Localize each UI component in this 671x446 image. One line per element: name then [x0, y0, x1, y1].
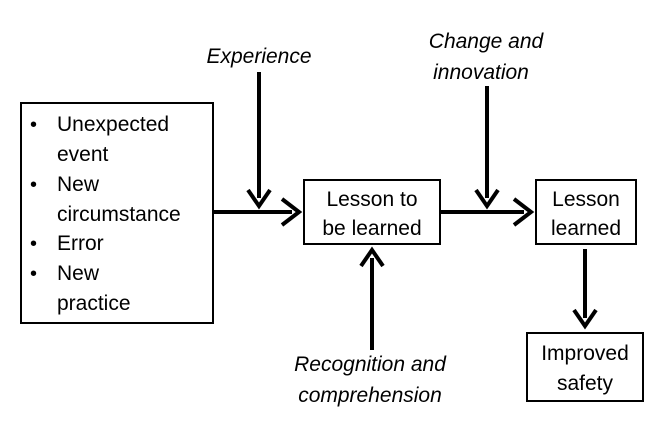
experience-label: Experience [206, 45, 311, 68]
sources-box [20, 102, 214, 324]
lesson-learned-line-2: learned [551, 217, 621, 240]
lesson-to-be-learned-box [303, 179, 441, 245]
sources-list: • Unexpected event • New circumstance • … [30, 113, 181, 315]
arrowhead-down-experience [246, 188, 272, 210]
lesson-to-be-learned-line-1: Lesson to [326, 188, 417, 211]
arrowhead-down-safety [572, 308, 598, 330]
source-item-1-line-1: Unexpected [57, 113, 169, 136]
arrowhead-up-recognition [359, 246, 385, 268]
change-and-innovation-line-1: Change and [429, 30, 545, 53]
improved-safety-line-2: safety [557, 372, 614, 395]
influence-labels: Experience Change and innovation Recogni… [206, 30, 544, 407]
arrowhead-right-2 [512, 197, 535, 227]
lesson-learned-line-1: Lesson [552, 188, 620, 211]
change-and-innovation-line-2: innovation [433, 61, 529, 84]
box-labels: Lesson to be learned Lesson learned Impr… [322, 188, 628, 395]
connectors [213, 72, 587, 350]
source-item-3-line-1: Error [57, 232, 104, 255]
bullet-1: • [30, 114, 37, 136]
source-item-2-line-2: circumstance [57, 203, 181, 226]
arrowhead-down-change [474, 188, 500, 210]
lesson-to-be-learned-line-2: be learned [322, 217, 421, 240]
bullet-3: • [30, 233, 37, 255]
source-item-4-line-1: New [57, 262, 100, 285]
source-item-2-line-1: New [57, 173, 100, 196]
arrowhead-right-1 [280, 197, 303, 227]
improved-safety-line-1: Improved [541, 342, 629, 365]
improved-safety-box [526, 332, 644, 402]
boxes [20, 102, 644, 402]
source-item-1-line-2: event [57, 143, 109, 166]
arrowheads [246, 188, 598, 330]
source-item-4-line-2: practice [57, 292, 131, 315]
bullet-4: • [30, 263, 37, 285]
bullet-2: • [30, 174, 37, 196]
recognition-and-comprehension-line-2: comprehension [298, 384, 442, 407]
lesson-learned-box [535, 179, 637, 245]
recognition-and-comprehension-line-1: Recognition and [294, 353, 447, 376]
